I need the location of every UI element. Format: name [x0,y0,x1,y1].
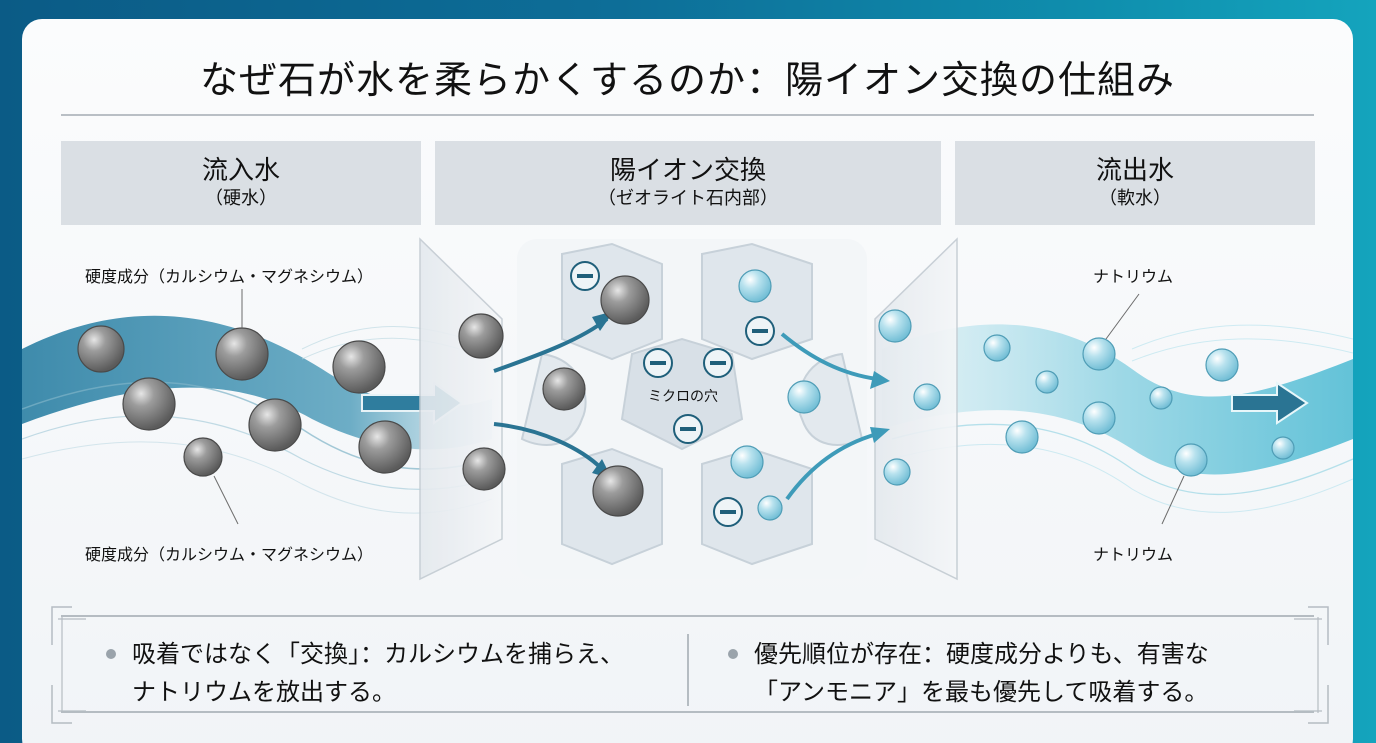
summary-bullet-1-line1: 吸着ではなく「交換」：カルシウムを捕らえ、 [132,640,624,668]
header-outflow-subtitle: （軟水） [1099,188,1171,209]
header-exchange: 陽イオン交換 （ゼオライト石内部） [435,141,941,225]
minus-circle-icon [703,348,733,378]
summary-bullet-1-line2: ナトリウムを放出する。 [132,678,396,706]
label-sodium-top: ナトリウム [1093,267,1174,286]
ion-exchange-diagram [22,237,1353,581]
outflow-water-stream [882,324,1353,513]
summary-divider [687,634,689,706]
infographic-card: なぜ石が水を柔らかくするのか：陽イオン交換の仕組み 流入水 （硬水） 陽イオン交… [22,19,1353,743]
summary-bullet-1: 吸着ではなく「交換」：カルシウムを捕らえ、 ナトリウムを放出する。 [106,635,624,711]
page-title: なぜ石が水を柔らかくするのか：陽イオン交換の仕組み [199,58,1175,102]
capture-arrows [493,317,878,501]
minus-circle-icon [673,414,703,444]
minus-circle-icon [745,316,775,346]
outlet-membrane [874,237,958,581]
outflow-arrow-icon [1231,381,1309,425]
summary-bullet-2-line1: 優先順位が存在：硬度成分よりも、有害な [754,640,1209,668]
minus-circle-icon [643,348,673,378]
negative-site-icons [570,261,775,527]
header-inflow-subtitle: （硬水） [205,188,277,209]
summary-bullet-2-line2: 「アンモニア」を最も優先して吸着する。 [754,678,1209,706]
hardness-ion-icons [77,275,650,517]
summary-box [61,615,1314,713]
bullet-dot-icon [106,649,116,659]
label-hardness-bottom: 硬度成分（カルシウム・マグネシウム） [85,545,374,564]
label-hardness-top: 硬度成分（カルシウム・マグネシウム） [85,267,374,286]
header-outflow: 流出水 （軟水） [955,141,1315,225]
header-outflow-title: 流出水 [1095,156,1174,186]
header-inflow: 流入水 （硬水） [61,141,421,225]
title-divider [61,114,1314,116]
minus-circle-icon [570,261,600,291]
leader-lines [213,289,1185,525]
sodium-ion-icons [730,269,1295,521]
header-inflow-title: 流入水 [201,156,280,186]
summary-bullet-2: 優先順位が存在：硬度成分よりも、有害な 「アンモニア」を最も優先して吸着する。 [728,635,1209,711]
label-micropore: ミクロの穴 [648,389,718,405]
bullet-dot-icon [728,649,738,659]
summary-box-corner-brackets [51,606,1329,724]
label-sodium-bottom: ナトリウム [1093,545,1174,564]
header-exchange-title: 陽イオン交換 [609,156,766,186]
inlet-membrane [419,237,503,581]
minus-circle-icon [713,497,743,527]
header-exchange-subtitle: （ゼオライト石内部） [598,188,778,209]
